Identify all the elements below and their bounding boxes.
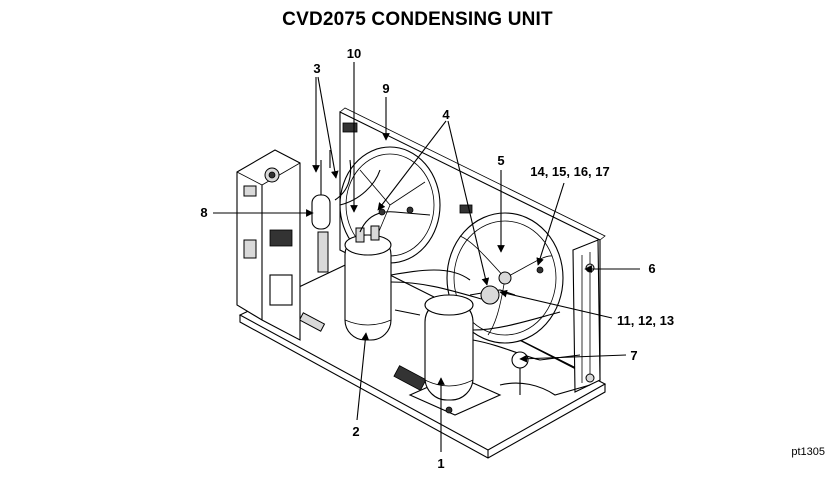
callout-14-15-16-17: 14, 15, 16, 17 (530, 164, 610, 179)
figure-reference: pt1305 (791, 446, 825, 458)
callout-3: 3 (313, 61, 320, 76)
diagram-title: CVD2075 CONDENSING UNIT (282, 9, 553, 30)
callout-4: 4 (442, 107, 450, 122)
callout-5: 5 (497, 153, 504, 168)
callout-2: 2 (352, 424, 359, 439)
callout-8: 8 (200, 205, 207, 220)
callout-7: 7 (630, 348, 637, 363)
callout-10: 10 (347, 46, 361, 61)
receiver-coil-end (572, 239, 601, 393)
electrical-box (236, 149, 301, 341)
base-pan (238, 257, 607, 459)
callout-11-12-13: 11, 12, 13 (617, 313, 674, 328)
condenser-fan-front (446, 212, 564, 344)
callout-6: 6 (648, 261, 655, 276)
callout-leaders (213, 62, 640, 452)
callout-1: 1 (437, 456, 444, 471)
filter-drier (311, 150, 331, 273)
receiver-tank (344, 225, 392, 341)
compressor (408, 294, 502, 416)
callout-9: 9 (382, 81, 389, 96)
